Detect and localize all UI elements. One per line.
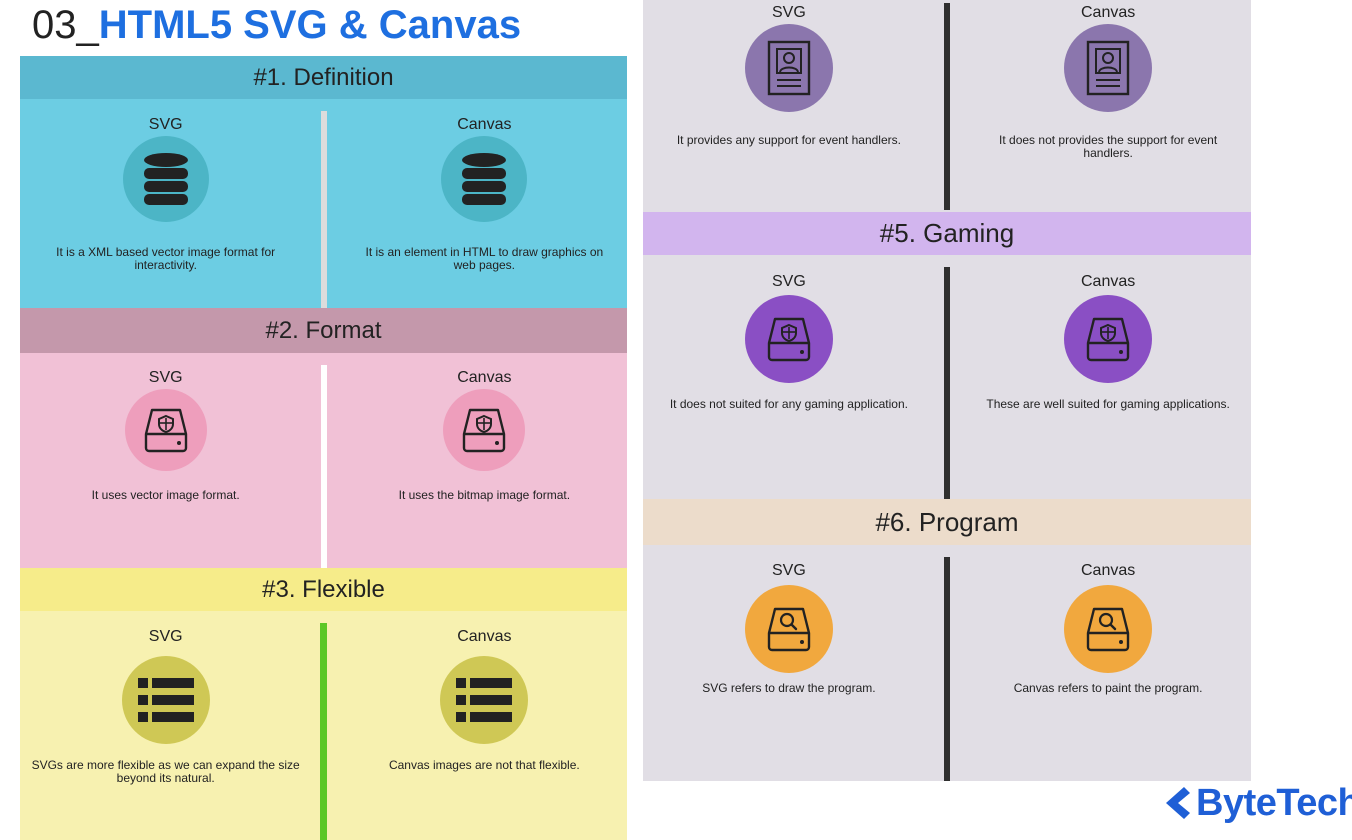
right-icon-circle [1064,585,1153,673]
section-body: SVG It uses vector image format. Canvas I… [20,353,627,568]
right-column-title: Canvas [457,369,512,386]
right-column-title: Canvas [1080,273,1136,290]
list-icon [456,678,513,722]
left-column-description: SVG refers to draw the program. [702,681,876,695]
left-column-title: SVG [148,369,183,386]
bytetech-logo: ByteTech [1162,781,1352,825]
right-icon-circle [441,136,528,222]
left-icon-circle [122,136,209,222]
user-document-icon [767,40,811,96]
section-header: #6. Program [643,499,1251,545]
title-main: HTML5 SVG & Canvas [98,3,522,47]
right-icon-circle [440,656,529,744]
right-column-description: It uses the bitmap image format. [398,488,571,502]
left-column-description: It provides any support for event handle… [676,133,901,147]
section-body: SVG SVG refers to draw the program. Canva… [643,545,1251,781]
secure-drive-icon [765,315,813,363]
left-column-description: SVGs are more flexible as we can expand … [31,758,300,785]
left-icon-circle [744,585,833,673]
left-column-description: It does not suited for any gaming applic… [669,397,908,411]
left-column-description: It uses vector image format. [91,488,240,502]
search-drive-icon [1084,605,1132,653]
title-prefix: 03_ [32,3,99,47]
right-icon-circle [1064,24,1153,112]
user-document-icon [1086,40,1130,96]
right-column-description: Canvas images are not that flexible. [388,758,580,772]
right-column-title: Canvas [1080,562,1136,579]
secure-drive-icon [1084,315,1132,363]
left-column-description: It is a XML based vector image format fo… [56,245,276,272]
column-divider [944,557,950,781]
section-body: SVG It provides any support for event ha… [643,0,1251,212]
column-divider [320,623,327,840]
secure-drive-icon [460,406,508,454]
left-icon-circle [744,24,833,112]
section-header: #3. Flexible [20,568,627,611]
right-column-title: Canvas [457,628,512,645]
section-header: #1. Definition [20,56,627,99]
left-icon-circle [124,389,207,471]
section-body: SVG It does not suited for any gaming ap… [643,255,1251,499]
left-column-title: SVG [772,562,806,579]
section-header: #5. Gaming [643,212,1251,255]
left-icon-circle [744,295,833,383]
left-column-title: SVG [148,116,183,133]
left-column-title: SVG [772,4,806,21]
section-events: SVG It provides any support for event ha… [643,0,1251,212]
column-divider [944,267,950,499]
left-icon-circle [121,656,210,744]
database-icon [141,152,191,206]
list-icon [137,678,194,722]
chevron-left-icon [1166,787,1190,819]
search-drive-icon [765,605,813,653]
right-icon-circle [443,389,526,471]
right-column-description: Canvas refers to paint the program. [1013,681,1203,695]
section-header: #2. Format [20,308,627,353]
right-icon-circle [1064,295,1153,383]
left-column-title: SVG [148,628,183,645]
right-column-description: These are well suited for gaming applica… [986,397,1230,411]
database-icon [459,152,509,206]
right-column-title: Canvas [457,116,512,133]
column-divider [320,111,327,308]
left-column-title: SVG [772,273,806,290]
secure-drive-icon [142,406,190,454]
logo-text: ByteTech [1196,781,1352,824]
section-body: SVG SVGs are more flexible as we can exp… [20,611,627,840]
right-column-description: It is an element in HTML to draw graphic… [365,245,604,272]
section-body: SVG It is a XML based vector image forma… [20,99,627,308]
column-divider [320,365,327,568]
column-divider [944,3,950,210]
page-title: 03_HTML5 SVG & Canvas [32,2,521,48]
right-column-title: Canvas [1080,4,1136,21]
right-column-description: It does not provides the support for eve… [999,133,1218,160]
